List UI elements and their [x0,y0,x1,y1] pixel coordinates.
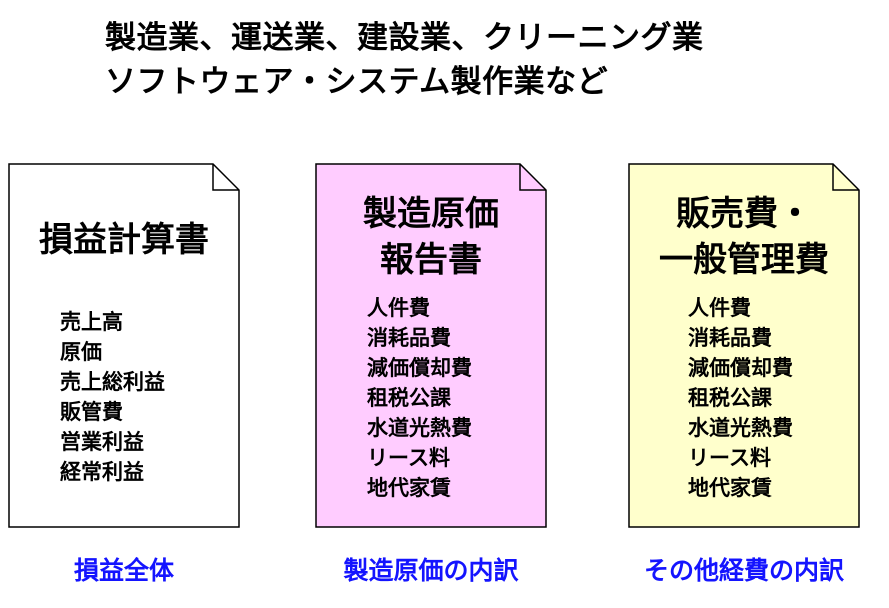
list-item: リース料 [367,446,450,470]
list-item: 水道光熱費 [688,416,793,440]
list-item: 減価償却費 [688,356,793,380]
list-item: 減価償却費 [367,356,472,380]
list-item: 経常利益 [60,460,144,484]
item-list: 人件費 消耗品費 減価償却費 租税公課 水道光熱費 リース料 地代家賃 [688,293,793,503]
document-title: 製造原価 報告書 [315,191,547,283]
list-item: 売上高 [60,310,123,334]
document-title-line: 製造原価 [363,194,499,234]
list-item: 売上総利益 [60,370,165,394]
list-item: 地代家賃 [367,476,451,500]
list-item: 原価 [60,340,102,364]
document-sga-expenses: 販売費・ 一般管理費 人件費 消耗品費 減価償却費 租税公課 水道光熱費 リース… [628,163,860,528]
caption-manufacturing-breakdown: 製造原価の内訳 [343,556,519,585]
document-title-line: 損益計算書 [39,220,209,260]
list-item: 人件費 [688,296,751,320]
document-title: 販売費・ 一般管理費 [628,191,860,283]
list-item: 人件費 [367,296,430,320]
heading-line-2: ソフトウェア・システム製作業など [105,64,609,100]
caption-other-expenses-breakdown: その他経費の内訳 [643,556,844,585]
list-item: 販管費 [60,400,123,424]
document-title-line: 一般管理費 [659,240,829,280]
item-list: 売上高 原価 売上総利益 販管費 営業利益 経常利益 [60,307,165,487]
list-item: 消耗品費 [688,326,772,350]
document-title: 損益計算書 [8,217,240,263]
caption-income-overall: 損益全体 [73,556,174,585]
document-title-line: 報告書 [380,240,482,280]
list-item: 租税公課 [688,386,772,410]
list-item: リース料 [688,446,771,470]
list-item: 租税公課 [367,386,451,410]
document-manufacturing-cost-report: 製造原価 報告書 人件費 消耗品費 減価償却費 租税公課 水道光熱費 リース料 … [315,163,547,528]
document-shape [628,163,860,528]
document-title-line: 販売費・ [676,194,812,234]
list-item: 営業利益 [60,430,144,454]
list-item: 消耗品費 [367,326,451,350]
heading-line-1: 製造業、運送業、建設業、クリーニング業 [105,20,704,56]
document-shape [8,163,240,528]
document-shape [315,163,547,528]
item-list: 人件費 消耗品費 減価償却費 租税公課 水道光熱費 リース料 地代家賃 [367,293,472,503]
list-item: 地代家賃 [688,476,772,500]
document-income-statement: 損益計算書 売上高 原価 売上総利益 販管費 営業利益 経常利益 [8,163,240,528]
list-item: 水道光熱費 [367,416,472,440]
